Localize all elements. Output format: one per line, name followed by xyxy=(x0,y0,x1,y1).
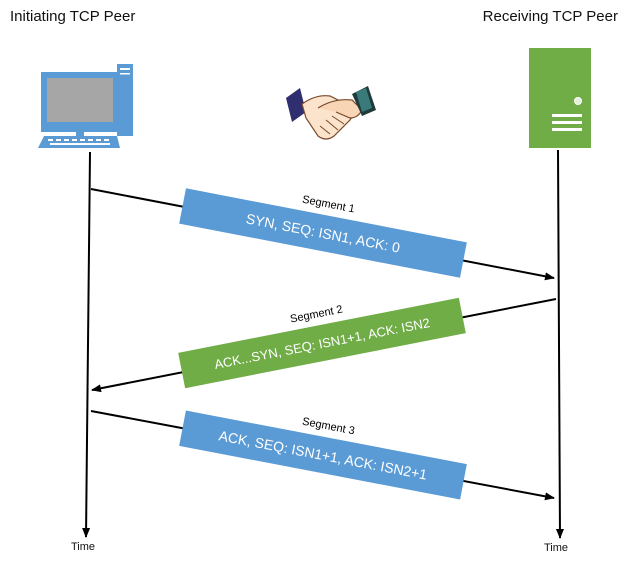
receiving-timeline xyxy=(555,149,564,539)
server-icon xyxy=(529,48,591,148)
initiating-timeline xyxy=(82,151,91,538)
segment-1-box: SYN, SEQ: ISN1, ACK: 0 Segment 1 xyxy=(179,188,467,278)
receiving-time-label: Time xyxy=(544,542,569,554)
receiving-peer-title: Receiving TCP Peer xyxy=(482,8,618,25)
handshake-icon xyxy=(286,86,376,140)
desktop-computer-icon xyxy=(38,64,133,148)
initiating-time-label: Time xyxy=(71,541,96,553)
segment-2-box: ACK...SYN, SEQ: ISN1+1, ACK: ISN2 Segmen… xyxy=(178,297,466,389)
segment-3-box: ACK, SEQ: ISN1+1, ACK: ISN2+1 Segment 3 xyxy=(179,410,467,500)
initiating-peer-title: Initiating TCP Peer xyxy=(10,8,136,25)
